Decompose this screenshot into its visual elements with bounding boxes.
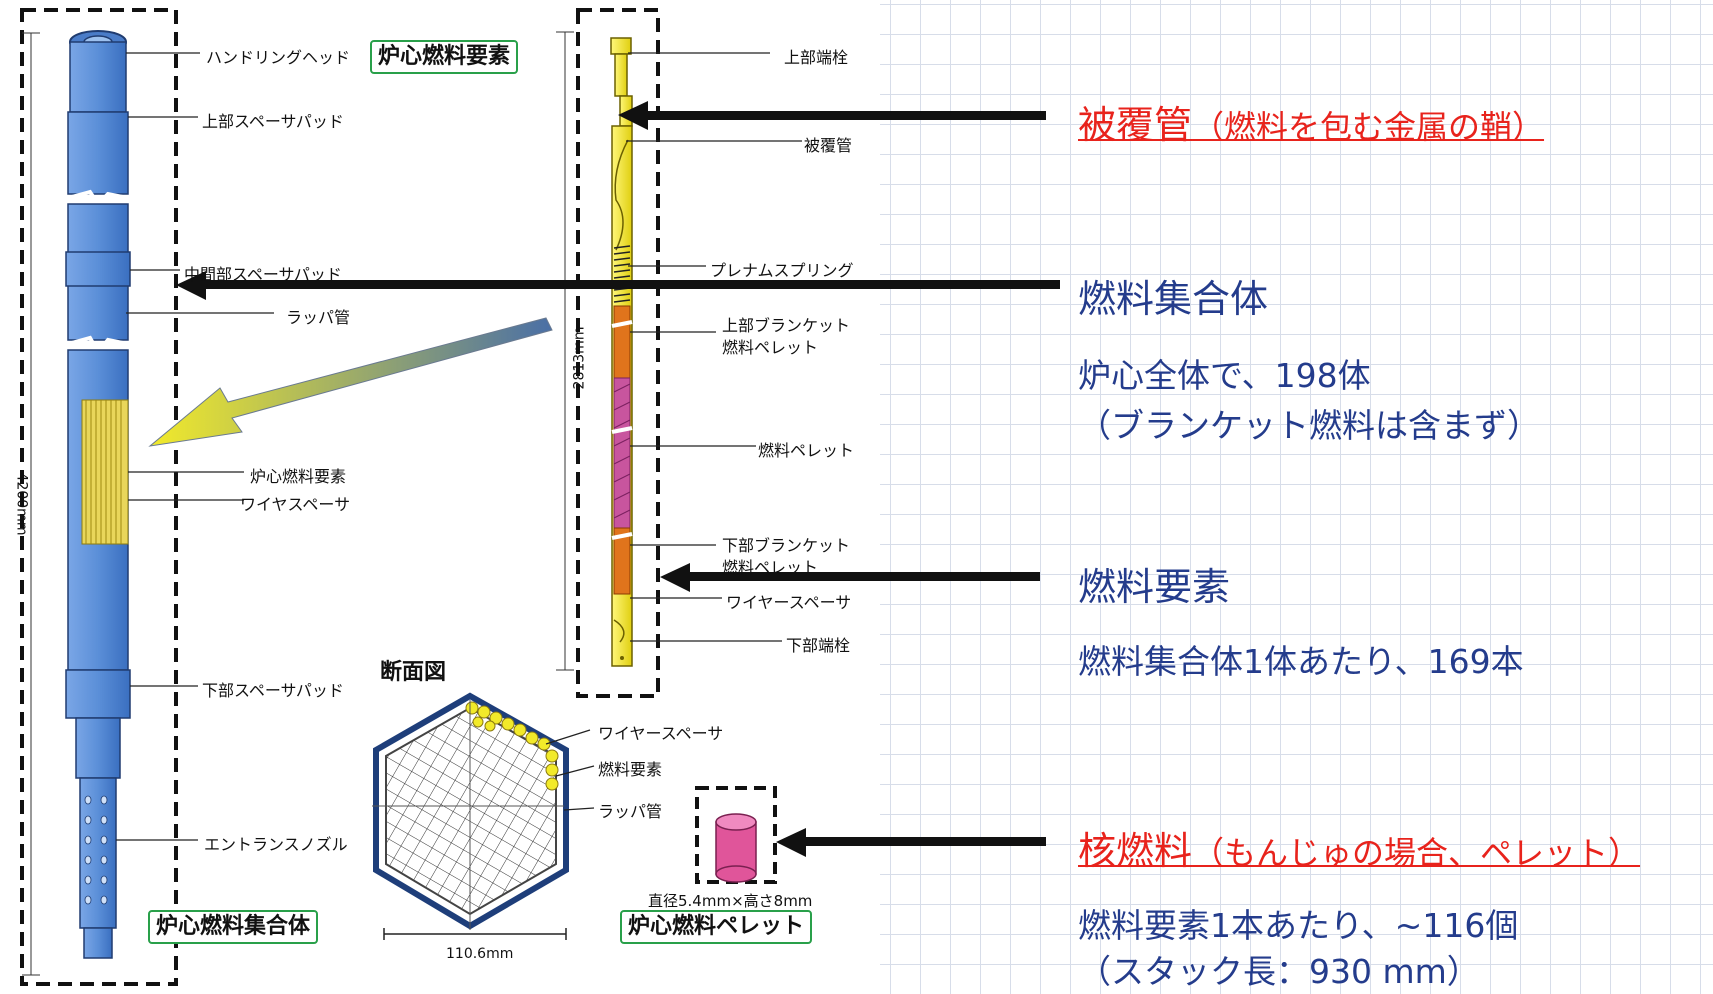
- assembly-height-dimension: 4200mm: [13, 472, 30, 536]
- grid-background: [880, 0, 1713, 994]
- element-title-box: 炉心燃料要素: [370, 40, 519, 74]
- cladding-heading-main: 被覆管: [1078, 103, 1193, 147]
- pellet-count-line2: （スタック長：930 mm）: [1078, 952, 1480, 991]
- cladding-heading: 被覆管（燃料を包む金属の鞘）: [1078, 94, 1544, 149]
- pellet-count-line1: 燃料要素1本あたり、~116個: [1078, 906, 1519, 945]
- pointer-arrows: [176, 101, 1060, 857]
- label-lower-blanket-pellet: 燃料ペレット: [722, 558, 819, 577]
- element-desc-line1: 燃料集合体1体あたり、169本: [1078, 642, 1524, 681]
- label-plenum-spring: プレナムスプリング: [710, 261, 854, 280]
- element-length-dimension: 2813mm: [571, 326, 588, 390]
- cladding-heading-paren: （燃料を包む金属の鞘）: [1192, 108, 1545, 146]
- label-xs-wrapper-tube: ラッパ管: [598, 802, 663, 821]
- label-wrapper-tube: ラッパ管: [286, 308, 351, 327]
- label-xs-wire-spacer: ワイヤースペーサ: [598, 724, 724, 743]
- label-lower-spacer-pad: 下部スペーサパッド: [202, 681, 344, 700]
- pellet-title-box: 炉心燃料ペレット: [620, 910, 813, 944]
- nuclear-fuel-heading-paren: （もんじゅの場合、ペレット）: [1192, 834, 1641, 872]
- label-upper-blanket: 上部ブランケット: [722, 316, 851, 335]
- cross-section-drawing: [372, 692, 595, 940]
- assembly-desc-line2: （ブランケット燃料は含まず）: [1078, 406, 1540, 445]
- element-heading: 燃料要素: [1078, 565, 1231, 609]
- label-cladding: 被覆管: [804, 136, 853, 155]
- label-upper-spacer-pad: 上部スペーサパッド: [202, 112, 344, 131]
- label-core-fuel-element: 炉心燃料要素: [250, 467, 347, 486]
- label-middle-spacer-pad: 中間部スペーサパッド: [184, 265, 342, 284]
- label-lower-blanket: 下部ブランケット: [722, 536, 851, 555]
- label-upper-blanket-pellet: 燃料ペレット: [722, 338, 819, 357]
- cross-section-width-dimension: 110.6mm: [446, 946, 514, 962]
- cross-section-title: 断面図: [380, 660, 447, 685]
- label-xs-fuel-element: 燃料要素: [598, 760, 663, 779]
- assembly-desc-line1: 炉心全体で、198体: [1078, 356, 1371, 395]
- fuel-pellet-drawing: [715, 813, 757, 883]
- fuel-assembly-drawing: [22, 30, 274, 976]
- label-wire-spacer-element: ワイヤースペーサ: [726, 593, 852, 612]
- pellet-size-label: 直径5.4mm×高さ8mm: [648, 892, 813, 910]
- label-wire-spacer: ワイヤスペーサ: [240, 495, 351, 514]
- label-handling-head: ハンドリングヘッド: [206, 48, 351, 67]
- label-lower-end-plug: 下部端栓: [786, 636, 851, 655]
- label-entrance-nozzle: エントランスノズル: [204, 835, 348, 854]
- assembly-title-box: 炉心燃料集合体: [148, 910, 319, 944]
- nuclear-fuel-heading: 核燃料（もんじゅの場合、ペレット）: [1078, 820, 1640, 875]
- assembly-dashed-box: [20, 8, 178, 986]
- label-fuel-pellet: 燃料ペレット: [758, 441, 855, 460]
- zoom-arrow: [148, 317, 553, 447]
- nuclear-fuel-heading-main: 核燃料: [1078, 829, 1193, 873]
- label-upper-end-plug: 上部端栓: [784, 48, 849, 67]
- element-dashed-box: [576, 8, 660, 698]
- assembly-heading: 燃料集合体: [1078, 277, 1269, 321]
